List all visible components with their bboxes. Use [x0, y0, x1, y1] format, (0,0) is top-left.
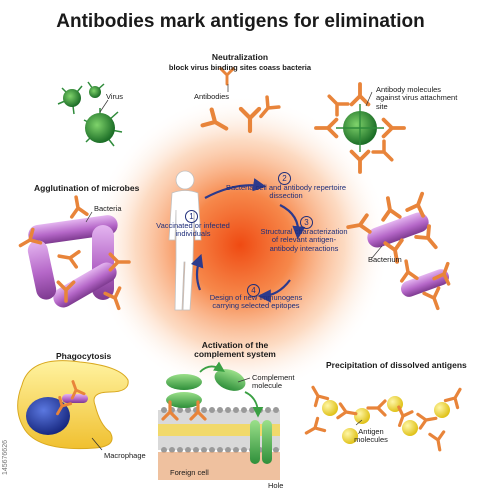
- step-1-number: 1: [185, 210, 198, 223]
- diagram-title: Antibodies mark antigens for elimination: [56, 11, 425, 32]
- step-4-number: 4: [247, 284, 260, 297]
- central-glow: [90, 95, 390, 395]
- step-4-text: Design of new immunogens carrying select…: [209, 293, 303, 311]
- bacterium-label: Bacterium: [368, 255, 402, 264]
- step-3-number: 3: [300, 216, 313, 229]
- complement-membrane: [158, 361, 280, 480]
- step-3-text: Structural characterization of relevant …: [260, 227, 348, 253]
- neutralization-heading: Neutralization: [211, 52, 269, 62]
- antibody-virus-label: Antibody molecules against virus attachm…: [376, 85, 458, 111]
- neutralization-subheading: block virus binding sites coass bacteria: [168, 63, 312, 72]
- step-2-number: 2: [278, 172, 291, 185]
- phagocytosis-heading: Phagocytosis: [56, 351, 112, 361]
- agglutination-heading: Agglutination of microbes: [34, 183, 140, 193]
- agglutination-bacteria: [14, 194, 131, 313]
- step-2-text: Bacteria cell and antibody repertoire di…: [225, 183, 347, 201]
- antibodies-label: Antibodies: [194, 92, 230, 101]
- cycle-arrows: [190, 178, 306, 303]
- complement-molecule-label: Complement molecule: [252, 373, 295, 391]
- complement-heading: Activation of the complement system: [194, 340, 276, 360]
- macrophage-label: Macrophage: [104, 451, 146, 460]
- foreign-cell-label: Foreign cell: [170, 468, 209, 477]
- step-1-text: Vaccinated or infected individuals: [156, 221, 230, 239]
- virus-label: Virus: [106, 92, 123, 101]
- precipitation-complex: [301, 382, 468, 453]
- watermark-id: 145676626: [2, 440, 9, 476]
- bacterium-complex: [344, 188, 457, 313]
- bacteria-label: Bacteria: [94, 204, 122, 213]
- leader-lines: [85, 84, 383, 426]
- antigen-label: Antigen molecules: [354, 427, 388, 445]
- precipitation-heading: Precipitation of dissolved antigens: [326, 360, 467, 370]
- macrophage: [17, 360, 129, 451]
- hole-label: Hole: [268, 481, 284, 490]
- virus-cluster: [57, 81, 123, 147]
- virus-antibody-complex: [314, 82, 406, 174]
